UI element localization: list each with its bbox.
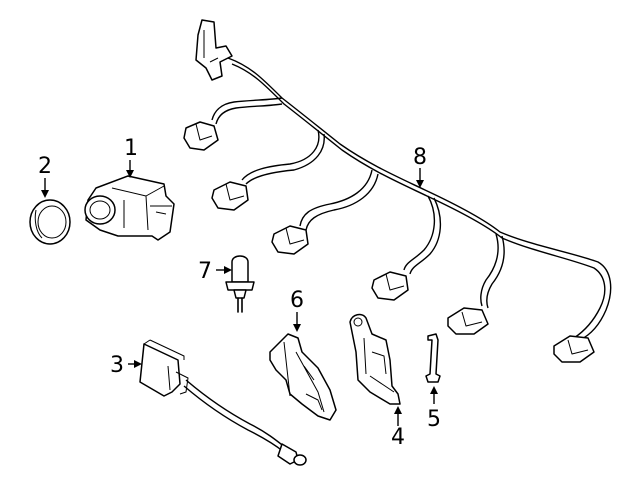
callout-5: 5 — [427, 407, 441, 432]
module-with-cable-3 — [139, 339, 307, 466]
callout-1: 1 — [124, 136, 138, 161]
clip-5 — [425, 333, 441, 383]
callout-4: 4 — [391, 425, 405, 450]
callout-3: 3 — [110, 353, 124, 378]
ring-2 — [29, 199, 71, 245]
callout-8: 8 — [413, 145, 427, 170]
temperature-sensor-7 — [225, 255, 255, 313]
bracket-4 — [349, 313, 401, 405]
bracket-6 — [269, 333, 337, 421]
callout-arrows — [41, 160, 438, 426]
callout-6: 6 — [290, 288, 304, 313]
callout-7: 7 — [198, 259, 212, 284]
sensor-1 — [84, 175, 175, 241]
wiring-harness-8 — [183, 19, 612, 363]
callout-2: 2 — [38, 154, 52, 179]
